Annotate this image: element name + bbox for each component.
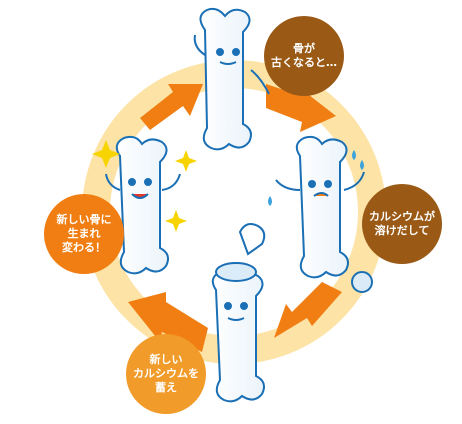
stage-bubble-store: 新しい カルシウムを 蓄え bbox=[126, 334, 206, 414]
arrow-bottom-right bbox=[274, 282, 342, 338]
stage-label-store: 新しい カルシウムを 蓄え bbox=[133, 352, 199, 395]
stage-label-old-bone: 骨が 古くなると… bbox=[271, 41, 337, 69]
cycle-arrows bbox=[128, 84, 342, 352]
stage-label-dissolve: カルシウムが 溶けだして bbox=[369, 209, 435, 237]
sweat-drops bbox=[268, 150, 364, 206]
drop-1 bbox=[352, 150, 356, 160]
arrow-bottom-left bbox=[128, 292, 208, 352]
sparkle-1 bbox=[92, 140, 120, 168]
new-bone-character bbox=[105, 135, 181, 275]
arrow-top-left bbox=[140, 84, 203, 130]
absorbing-bone-character bbox=[211, 223, 266, 403]
drop-2 bbox=[360, 160, 364, 170]
sparkle-3 bbox=[165, 210, 187, 232]
drop-3 bbox=[268, 196, 272, 206]
stage-label-new-bone: 新しい骨に 生まれ 変わる！ bbox=[56, 212, 112, 255]
dissolving-bone-character bbox=[275, 135, 373, 293]
old-bone-character bbox=[193, 7, 270, 151]
sparkle-2 bbox=[175, 150, 197, 172]
stage-bubble-old-bone: 骨が 古くなると… bbox=[264, 16, 344, 96]
stage-bubble-new-bone: 新しい骨に 生まれ 変わる！ bbox=[44, 194, 124, 274]
stage-bubble-dissolve: カルシウムが 溶けだして bbox=[362, 184, 442, 264]
arrow-top-right bbox=[266, 84, 336, 132]
